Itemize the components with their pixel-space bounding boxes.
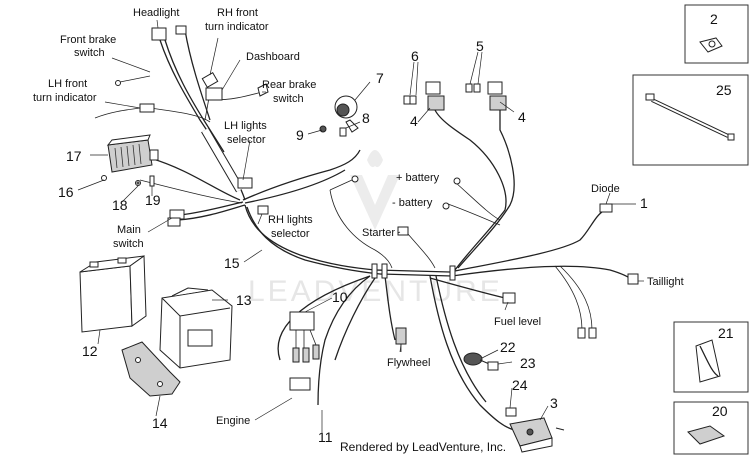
rear-connectors	[577, 327, 597, 339]
leader-lines	[77, 19, 644, 432]
part-number-15: 15	[224, 255, 240, 271]
part-numbers: 1 2 3 4 4 5 6 7 8 9 10 11 12 13 14 15 16…	[58, 11, 734, 445]
front-brake-switch	[115, 75, 151, 86]
part-number-4b: 4	[518, 109, 526, 125]
label-front-brake-2: switch	[74, 47, 105, 59]
part-number-20: 20	[712, 403, 728, 419]
part-number-10: 10	[332, 289, 348, 305]
flywheel-connector	[395, 327, 407, 352]
label-dashboard: Dashboard	[246, 51, 300, 63]
label-diode: Diode	[591, 183, 620, 195]
rh-front-indicator-connector	[201, 71, 219, 89]
label-rear-brake-2: switch	[273, 93, 304, 105]
label-engine: Engine	[216, 415, 250, 427]
part-number-9: 9	[296, 127, 304, 143]
label-front-brake-1: Front brake	[60, 34, 116, 46]
part-number-25: 25	[716, 82, 732, 98]
part-number-21: 21	[718, 325, 734, 341]
label-taillight: Taillight	[647, 276, 684, 288]
part-number-7: 7	[376, 70, 384, 86]
harness-bands	[371, 263, 456, 281]
battery-tray	[159, 287, 233, 369]
control-module	[509, 417, 565, 453]
part-number-16: 16	[58, 184, 74, 200]
part-number-12: 12	[82, 343, 98, 359]
label-minus-battery: - battery	[392, 197, 433, 209]
label-fuel-level: Fuel level	[494, 316, 541, 328]
label-rh-lights-2: selector	[271, 228, 310, 240]
label-flywheel: Flywheel	[387, 357, 430, 369]
label-rear-brake-1: Rear brake	[262, 79, 316, 91]
label-starter: Starter	[362, 227, 395, 239]
battery-terminals	[351, 175, 461, 210]
fuel-level-connector	[502, 292, 516, 304]
part-number-1: 1	[640, 195, 648, 211]
relay-right	[465, 81, 507, 111]
part-number-11: 11	[318, 429, 333, 445]
dashboard-connector	[205, 87, 223, 101]
part-number-17: 17	[66, 148, 82, 164]
label-rh-front-1: RH front	[217, 7, 258, 19]
label-lh-front-2: turn indicator	[33, 92, 97, 104]
inset-part-2	[684, 4, 749, 64]
relay-left	[403, 81, 445, 111]
text-labels: Headlight RH front turn indicator Front …	[33, 7, 684, 427]
part-number-19: 19	[145, 192, 161, 208]
label-headlight: Headlight	[133, 7, 179, 19]
lh-lights-selector-connector	[237, 177, 253, 189]
horn	[334, 95, 359, 133]
starter-connector	[397, 226, 409, 236]
label-lh-lights-1: LH lights	[224, 120, 267, 132]
part-number-4a: 4	[410, 113, 418, 129]
watermark-text: LEADVENTURE	[248, 275, 503, 308]
battery	[79, 255, 147, 333]
main-switch-connector	[167, 209, 185, 227]
taillight-connector	[627, 273, 639, 285]
connector-24	[505, 407, 517, 417]
part-number-22: 22	[500, 339, 516, 355]
knob-assembly	[463, 352, 499, 371]
part-number-14: 14	[152, 415, 168, 431]
part-number-6: 6	[411, 48, 419, 64]
main-harness	[139, 29, 633, 431]
part-number-3: 3	[550, 395, 558, 411]
part-number-23: 23	[520, 355, 536, 371]
inset-part-25	[632, 74, 749, 166]
inset-part-21	[673, 321, 749, 393]
inset-part-20	[673, 401, 749, 455]
fasteners	[101, 175, 155, 187]
part-number-18: 18	[112, 197, 128, 213]
part-number-13: 13	[236, 292, 252, 308]
label-rh-front-2: turn indicator	[205, 21, 269, 33]
label-lh-front-1: LH front	[48, 78, 87, 90]
label-rh-lights-1: RH lights	[268, 214, 313, 226]
horn-fasteners	[319, 125, 347, 137]
label-lh-lights-2: selector	[227, 134, 266, 146]
headlight-connector	[151, 25, 187, 41]
part-number-2: 2	[710, 11, 718, 27]
part-number-24: 24	[512, 377, 528, 393]
voltage-regulator	[106, 134, 159, 173]
lh-front-indicator-connector	[94, 103, 155, 119]
label-main-switch-2: switch	[113, 238, 144, 250]
starter-relay	[289, 311, 320, 391]
diode	[599, 203, 613, 213]
part-number-5: 5	[476, 38, 484, 54]
label-main-switch-1: Main	[117, 224, 141, 236]
label-plus-battery: + battery	[396, 172, 440, 184]
footer-credit: Rendered by LeadVenture, Inc.	[340, 440, 506, 454]
rear-brake-switch	[257, 83, 269, 97]
bracket	[121, 341, 181, 397]
rh-lights-selector-connector	[257, 205, 269, 215]
part-number-8: 8	[362, 110, 370, 126]
